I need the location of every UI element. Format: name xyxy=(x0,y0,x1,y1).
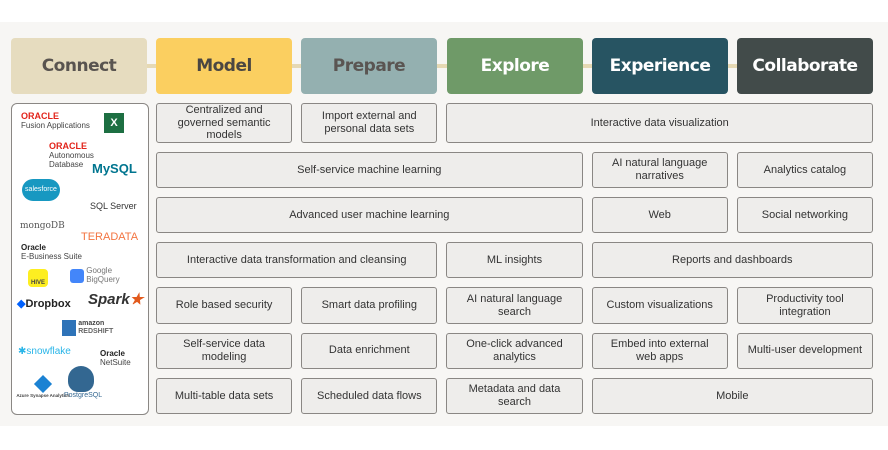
capability-cell: Productivity tool integration xyxy=(736,287,873,324)
stage-collaborate: Collaborate xyxy=(737,38,873,94)
stage-connect: Connect xyxy=(11,38,147,94)
capability-cell: ML insights xyxy=(446,242,583,279)
capability-cell: Custom visualizations xyxy=(591,287,728,324)
capability-cell: Metadata and data search xyxy=(446,377,583,414)
hive-logo: HIVE xyxy=(28,269,48,287)
spark-logo: Spark★ xyxy=(88,291,144,308)
capability-cell: Smart data profiling xyxy=(301,287,438,324)
capability-cell: Centralized and governed semantic models xyxy=(156,103,293,143)
capability-cell: Advanced user machine learning xyxy=(156,197,583,234)
connector-line xyxy=(80,64,810,68)
capability-cell: Interactive data visualization xyxy=(446,103,873,143)
capability-cell: Reports and dashboards xyxy=(591,242,873,279)
stage-experience: Experience xyxy=(592,38,728,94)
capability-cell: Multi-user development xyxy=(736,332,873,369)
capability-cell: Scheduled data flows xyxy=(301,377,438,414)
capability-cell: Embed into external web apps xyxy=(591,332,728,369)
mongodb-logo: mongoDB xyxy=(20,221,65,231)
capability-cell: Analytics catalog xyxy=(736,151,873,189)
capability-cell: Self-service data modeling xyxy=(156,332,293,369)
capability-cell: Mobile xyxy=(591,377,873,414)
capability-grid: Centralized and governed semantic models… xyxy=(156,103,873,414)
capability-cell: Multi-table data sets xyxy=(156,377,293,414)
sqlserver-logo: SQL Server xyxy=(90,201,137,211)
capability-cell: Web xyxy=(591,197,728,234)
capability-cell: Data enrichment xyxy=(301,332,438,369)
capability-cell: Social networking xyxy=(736,197,873,234)
snowflake-logo: ✱snowflake xyxy=(18,346,71,357)
mysql-logo: MySQL xyxy=(92,161,137,176)
dropbox-logo: ◆Dropbox xyxy=(17,298,71,310)
teradata-logo: TERADATA xyxy=(81,231,139,243)
capability-cell: Role based security xyxy=(156,287,293,324)
stage-prepare: Prepare xyxy=(301,38,437,94)
stage-explore: Explore xyxy=(447,38,583,94)
capability-cell: Self-service machine learning xyxy=(156,151,583,189)
salesforce-logo: salesforce xyxy=(22,179,60,201)
capability-cell: Import external and personal data sets xyxy=(301,103,438,143)
capability-cell: Interactive data transformation and clea… xyxy=(156,242,438,279)
postgresql-logo: PostgreSQL xyxy=(64,366,102,400)
stage-model: Model xyxy=(156,38,292,94)
capability-cell: AI natural language search xyxy=(446,287,583,324)
capability-cell: AI natural language narratives xyxy=(591,151,728,189)
excel-logo: X xyxy=(104,113,124,133)
azure-synapse-logo: Azure Synapse Analytics xyxy=(15,374,71,399)
capability-cell: One-click advanced analytics xyxy=(446,332,583,369)
